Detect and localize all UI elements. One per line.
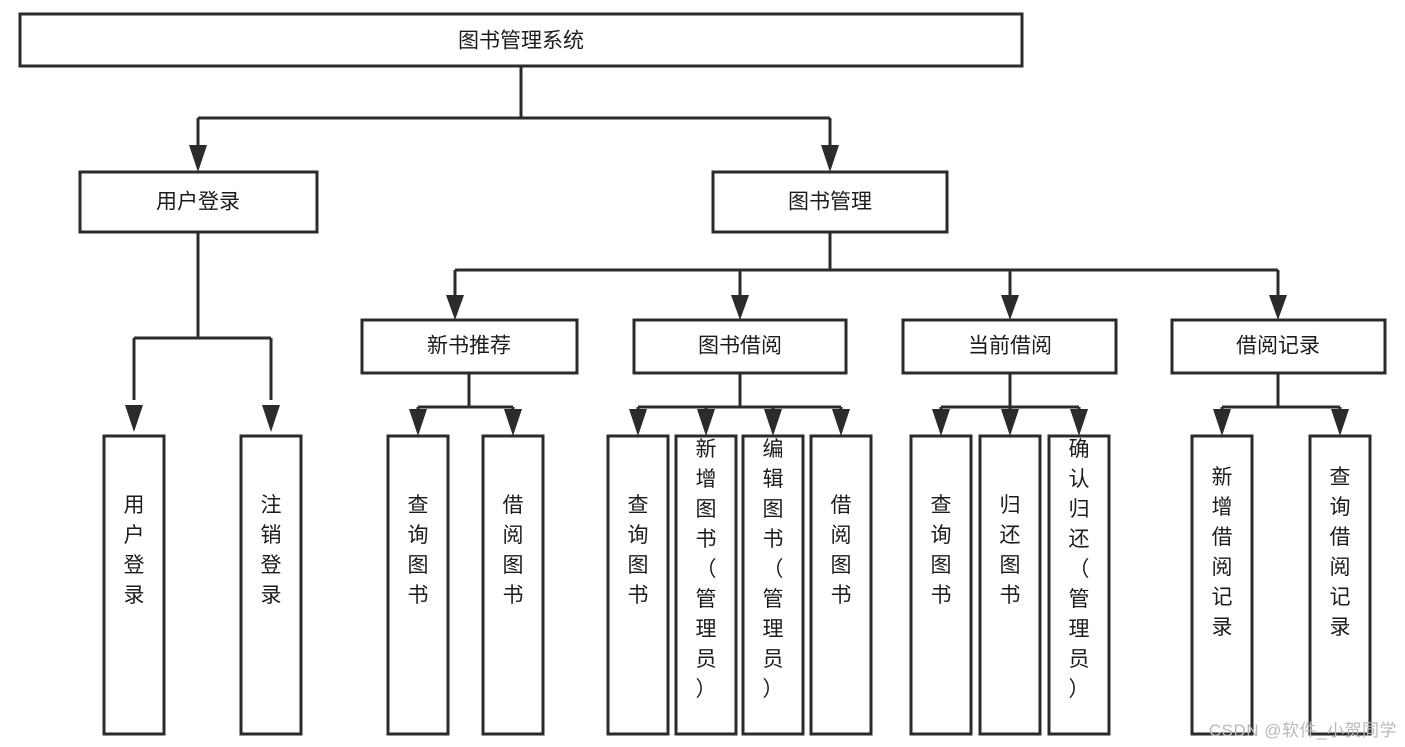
- arrowhead-newbook-leaf-2: [504, 409, 522, 436]
- arrowhead-currentborrow-leaf-2: [1001, 409, 1019, 436]
- node-root-label: 图书管理系统: [458, 30, 584, 53]
- connector-borrowrecords-to-leaves: [1220, 373, 1342, 412]
- node-borrow-records-box[interactable]: [1170, 318, 1387, 375]
- arrowhead-to-user-login: [189, 145, 207, 172]
- leaf-node[interactable]: 编辑图书（管理员）: [741, 434, 805, 736]
- leaf-bookborrow-add-label: 新增图书（管理员）: [696, 438, 717, 701]
- arrowhead-to-current-borrow: [1001, 295, 1019, 320]
- leaf-node[interactable]: 查询图书: [909, 434, 973, 736]
- node-new-book-recommend-label: 新书推荐: [427, 335, 511, 358]
- leaf-node[interactable]: 查询借阅记录: [1308, 434, 1372, 736]
- leaf-node[interactable]: 归还图书: [978, 434, 1042, 736]
- leaf-records-query-label: 查询借阅记录: [1330, 466, 1351, 639]
- leaf-currentborrow-query-box[interactable]: [909, 434, 973, 736]
- leaf-bookborrow-add-box[interactable]: [674, 434, 738, 736]
- leaf-bookborrow-borrow-label: 借阅图书: [831, 494, 852, 607]
- arrowhead-to-book-management: [821, 145, 839, 172]
- arrowhead-bookborrow-leaf-4: [832, 409, 850, 436]
- node-borrow-records[interactable]: 借阅记录: [1170, 318, 1387, 375]
- connector-userlogin-to-leaves: [132, 232, 273, 400]
- leaf-node[interactable]: 新增借阅记录: [1190, 434, 1254, 736]
- leaf-node[interactable]: 查询图书: [386, 434, 450, 736]
- node-current-borrow-box[interactable]: [901, 318, 1118, 375]
- node-book-borrow[interactable]: 图书借阅: [632, 318, 848, 375]
- arrowhead-to-new-book-recommend: [446, 295, 464, 320]
- node-root-system[interactable]: 图书管理系统: [18, 12, 1024, 68]
- arrowhead-bookborrow-leaf-2: [697, 409, 715, 436]
- arrowhead-currentborrow-leaf-1: [932, 409, 950, 436]
- arrowhead-currentborrow-leaf-3: [1070, 409, 1088, 436]
- arrowhead-to-leaf-logout: [262, 405, 280, 432]
- connector-currentborrow-to-leaves: [939, 373, 1081, 412]
- leaf-user-login-box[interactable]: [102, 434, 166, 736]
- connector-bookborrow-to-leaves: [636, 373, 843, 412]
- leaf-newbook-query-book-box[interactable]: [386, 434, 450, 736]
- leaf-bookborrow-query-label: 查询图书: [628, 494, 649, 607]
- csdn-watermark: CSDN @软件_小贺同学: [1208, 721, 1397, 740]
- arrowhead-newbook-leaf-1: [409, 409, 427, 436]
- node-user-login-box[interactable]: [78, 170, 319, 234]
- node-current-borrow[interactable]: 当前借阅: [901, 318, 1118, 375]
- leaf-bookborrow-edit-label: 编辑图书（管理员）: [763, 438, 784, 701]
- leaf-logout-box[interactable]: [239, 434, 303, 736]
- leaf-node[interactable]: 查询图书: [606, 434, 670, 736]
- leaf-node[interactable]: 确认归还（管理员）: [1047, 434, 1111, 736]
- leaf-node[interactable]: 注销登录: [239, 434, 303, 736]
- leaf-records-add-box[interactable]: [1190, 434, 1254, 736]
- leaf-currentborrow-return-box[interactable]: [978, 434, 1042, 736]
- node-book-borrow-box[interactable]: [632, 318, 848, 375]
- node-root-box[interactable]: [18, 12, 1024, 68]
- arrowhead-bookborrow-leaf-3: [764, 409, 782, 436]
- node-current-borrow-label: 当前借阅: [968, 335, 1052, 358]
- node-borrow-records-label: 借阅记录: [1236, 335, 1320, 358]
- arrowhead-borrowrecords-leaf-2: [1331, 409, 1349, 436]
- leaf-newbook-borrow-book-box[interactable]: [481, 434, 545, 736]
- leaf-bookborrow-query-box[interactable]: [606, 434, 670, 736]
- leaf-newbook-query-book-label: 查询图书: [408, 494, 429, 607]
- node-book-management[interactable]: 图书管理: [711, 170, 949, 234]
- leaf-node[interactable]: 新增图书（管理员）: [674, 434, 738, 736]
- leaf-currentborrow-confirm-label: 确认归还（管理员）: [1069, 438, 1090, 701]
- leaf-node[interactable]: 借阅图书: [481, 434, 545, 736]
- node-new-book-recommend-box[interactable]: [360, 318, 579, 375]
- node-user-login-label: 用户登录: [156, 191, 240, 214]
- arrowhead-to-leaf-user-login: [125, 405, 143, 432]
- node-user-login[interactable]: 用户登录: [78, 170, 319, 234]
- leaf-currentborrow-confirm-box[interactable]: [1047, 434, 1111, 736]
- node-new-book-recommend[interactable]: 新书推荐: [360, 318, 579, 375]
- leaf-currentborrow-query-label: 查询图书: [931, 494, 952, 607]
- leaf-node[interactable]: 借阅图书: [809, 434, 873, 736]
- arrowhead-to-borrow-records: [1269, 295, 1287, 320]
- leaf-bookborrow-edit-box[interactable]: [741, 434, 805, 736]
- connector-newbook-to-leaves: [416, 373, 515, 412]
- node-book-management-box[interactable]: [711, 170, 949, 234]
- leaf-node[interactable]: 用户登录: [102, 434, 166, 736]
- node-book-borrow-label: 图书借阅: [698, 335, 782, 358]
- leaf-records-query-box[interactable]: [1308, 434, 1372, 736]
- arrowhead-to-book-borrow: [731, 295, 749, 320]
- leaf-newbook-borrow-book-label: 借阅图书: [503, 494, 524, 607]
- node-book-management-label: 图书管理: [788, 191, 872, 214]
- leaf-currentborrow-return-label: 归还图书: [1000, 494, 1021, 607]
- connector-root-to-level1: [196, 66, 832, 148]
- leaf-records-add-label: 新增借阅记录: [1212, 466, 1233, 639]
- arrowhead-bookborrow-leaf-1: [629, 409, 647, 436]
- connector-bookmgmt-to-level2: [453, 232, 1280, 300]
- leaf-user-login-label: 用户登录: [124, 494, 145, 607]
- leaf-logout-label: 注销登录: [261, 494, 282, 607]
- leaf-bookborrow-borrow-box[interactable]: [809, 434, 873, 736]
- connectors-layer: [125, 66, 1349, 436]
- arrowhead-borrowrecords-leaf-1: [1213, 409, 1231, 436]
